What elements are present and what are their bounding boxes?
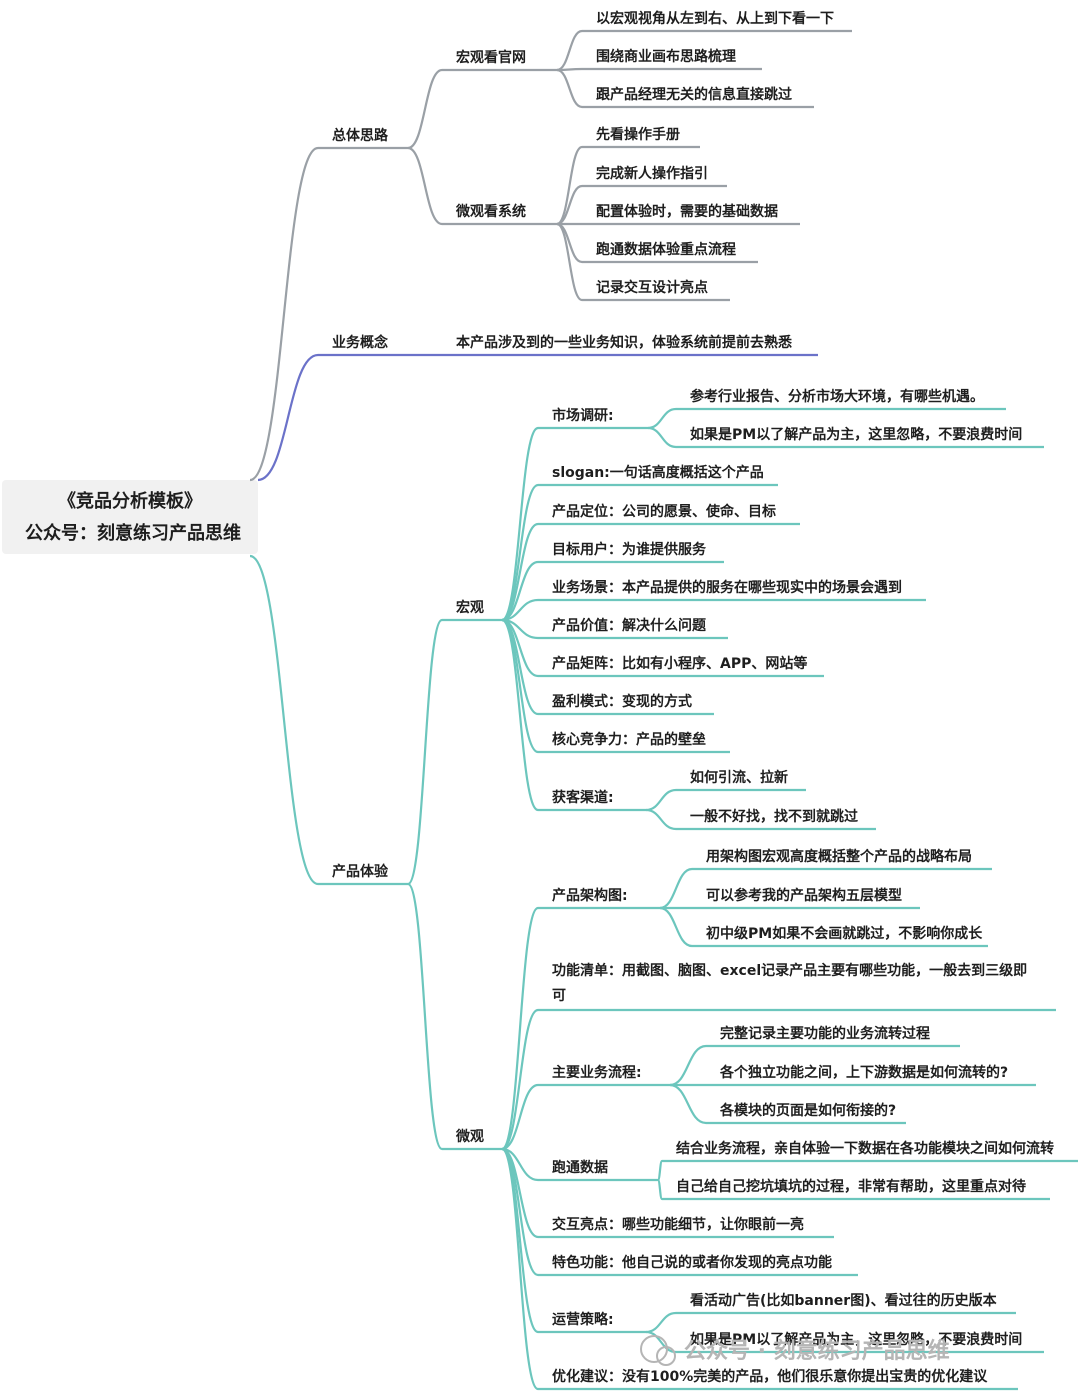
root-node	[2, 480, 258, 554]
leaf-overall-macro: 以宏观视角从左到右、从上到下看一下	[596, 10, 834, 27]
leaf-feature: 特色功能：他自己说的或者你发现的亮点功能	[552, 1254, 832, 1271]
branch-link	[647, 407, 677, 430]
branch-link	[556, 68, 583, 109]
branch-link	[501, 1147, 539, 1239]
leaf-channel: 一般不好找，找不到就跳过	[690, 808, 858, 825]
node-macro: 宏观	[456, 599, 484, 616]
leaf-data: 结合业务流程，亲自体验一下数据在各功能模块之间如何流转	[676, 1140, 1054, 1157]
leaf-macro: 产品矩阵：比如有小程序、APP、网站等	[552, 655, 807, 672]
branch-link	[500, 906, 540, 1151]
branch-link	[501, 1083, 539, 1151]
branch-link	[501, 618, 539, 716]
leaf-macro: 核心竞争力：产品的壁垒	[552, 731, 706, 748]
watermark: 公众号 · 刻意练习产品思维	[684, 1338, 950, 1364]
leaf-channel: 如何引流、拉新	[690, 769, 788, 786]
leaf-ops: 看活动广告(比如banner图)、看过往的历史版本	[689, 1292, 998, 1309]
branch-link	[556, 145, 583, 226]
leaf-arch: 初中级PM如果不会画就跳过，不影响你成长	[706, 925, 983, 942]
node-overall-macro: 宏观看官网	[456, 49, 526, 66]
leaf-interaction: 交互亮点：哪些功能细节，让你眼前一亮	[552, 1216, 804, 1233]
branch-link	[656, 1178, 664, 1201]
node-market: 市场调研:	[552, 407, 614, 424]
leaf-macro: 业务场景：本产品提供的服务在哪些现实中的场景会遇到	[552, 579, 902, 596]
wechat-icon	[640, 1335, 668, 1363]
node-micro: 微观	[455, 1128, 484, 1145]
root-subtitle: 公众号：刻意练习产品思维	[25, 522, 241, 544]
branch-link	[669, 1044, 707, 1087]
branch-link	[406, 618, 444, 886]
leaf-market: 如果是PM以了解产品为主，这里忽略，不要浪费时间	[690, 426, 1022, 443]
branch-link	[556, 67, 583, 72]
branch-link	[501, 1008, 539, 1151]
wechat-icon	[656, 1346, 676, 1366]
branch-link	[249, 554, 319, 886]
branch-link	[249, 146, 319, 482]
branch-link	[645, 808, 677, 831]
node-arch: 产品架构图:	[552, 887, 628, 904]
node-data: 跑通数据	[552, 1159, 608, 1176]
leaf-overall-micro: 配置体验时，需要的基础数据	[596, 203, 778, 220]
branch-link	[501, 618, 539, 812]
branch-link	[669, 1083, 707, 1125]
node-flow: 主要业务流程:	[552, 1064, 642, 1081]
branch-link	[501, 618, 539, 754]
leaf-flow: 各个独立功能之间，上下游数据是如何流转的?	[719, 1064, 1008, 1081]
branch-link	[407, 146, 443, 226]
leaf-arch: 用架构图宏观高度概括整个产品的战略布局	[706, 848, 972, 865]
leaf-overall-micro: 先看操作手册	[596, 126, 680, 143]
leaf-macro: 盈利模式：变现的方式	[551, 693, 692, 710]
leaf-flow: 完整记录主要功能的业务流转过程	[720, 1025, 930, 1042]
branch-link	[407, 68, 443, 150]
branch-link	[556, 222, 583, 302]
branch-overall: 总体思路	[332, 127, 389, 144]
branch-link	[645, 1311, 677, 1334]
leaf-overall-macro: 跟产品经理无关的信息直接跳过	[596, 86, 792, 103]
leaf-business: 本产品涉及到的一些业务知识，体验系统前提前去熟悉	[456, 334, 793, 351]
branch-link	[501, 522, 539, 622]
leaf-macro: 目标用户：为谁提供服务	[552, 541, 707, 558]
branch-experience: 产品体验	[332, 863, 389, 880]
leaf-macro: 产品定位：公司的愿景、使命、目标	[552, 503, 776, 520]
leaf-arch: 可以参考我的产品架构五层模型	[706, 887, 902, 904]
node-ops: 运营策略:	[552, 1311, 614, 1328]
branch-link	[257, 353, 319, 482]
node-channel: 获客渠道:	[552, 789, 614, 806]
leaf-macro: slogan:一句话高度概括这个产品	[552, 464, 764, 481]
leaf-overall-micro: 记录交互设计亮点	[596, 279, 708, 296]
root-title: 《竞品分析模板》	[58, 490, 202, 512]
branch-link	[500, 1147, 540, 1391]
leaf-func: 功能清单：用截图、脑图、excel记录产品主要有哪些功能，一般去到三级即	[552, 962, 1027, 979]
leaf-flow: 各模块的页面是如何衔接的?	[719, 1102, 896, 1119]
branch-business: 业务概念	[332, 334, 389, 351]
node-overall-micro: 微观看系统	[455, 203, 526, 220]
leaf-advice: 优化建议：没有100%完美的产品，他们很乐意你提出宝贵的优化建议	[552, 1368, 988, 1385]
branch-link	[501, 1147, 539, 1334]
leaf-ops: 如果是PM以了解产品为主，这里忽略，不要浪费时间	[690, 1331, 1022, 1348]
leaf-macro: 产品价值：解决什么问题	[552, 617, 707, 634]
branch-link	[556, 29, 583, 72]
branch-link	[656, 1159, 664, 1182]
branch-link	[659, 906, 693, 948]
leaf-market: 参考行业报告、分析市场大环境，有哪些机遇。	[690, 388, 984, 405]
leaf-overall-micro: 完成新人操作指引	[596, 165, 708, 182]
branch-link	[647, 426, 677, 449]
leaf-overall-macro: 围绕商业画布思路梳理	[596, 48, 736, 65]
leaf-overall-micro: 跑通数据体验重点流程	[596, 241, 736, 258]
branch-link	[659, 867, 693, 910]
leaf-func: 可	[552, 988, 566, 1004]
branch-link	[406, 882, 444, 1151]
leaf-data: 自己给自己挖坑填坑的过程，非常有帮助，这里重点对待	[676, 1178, 1026, 1195]
branch-link	[645, 788, 677, 812]
